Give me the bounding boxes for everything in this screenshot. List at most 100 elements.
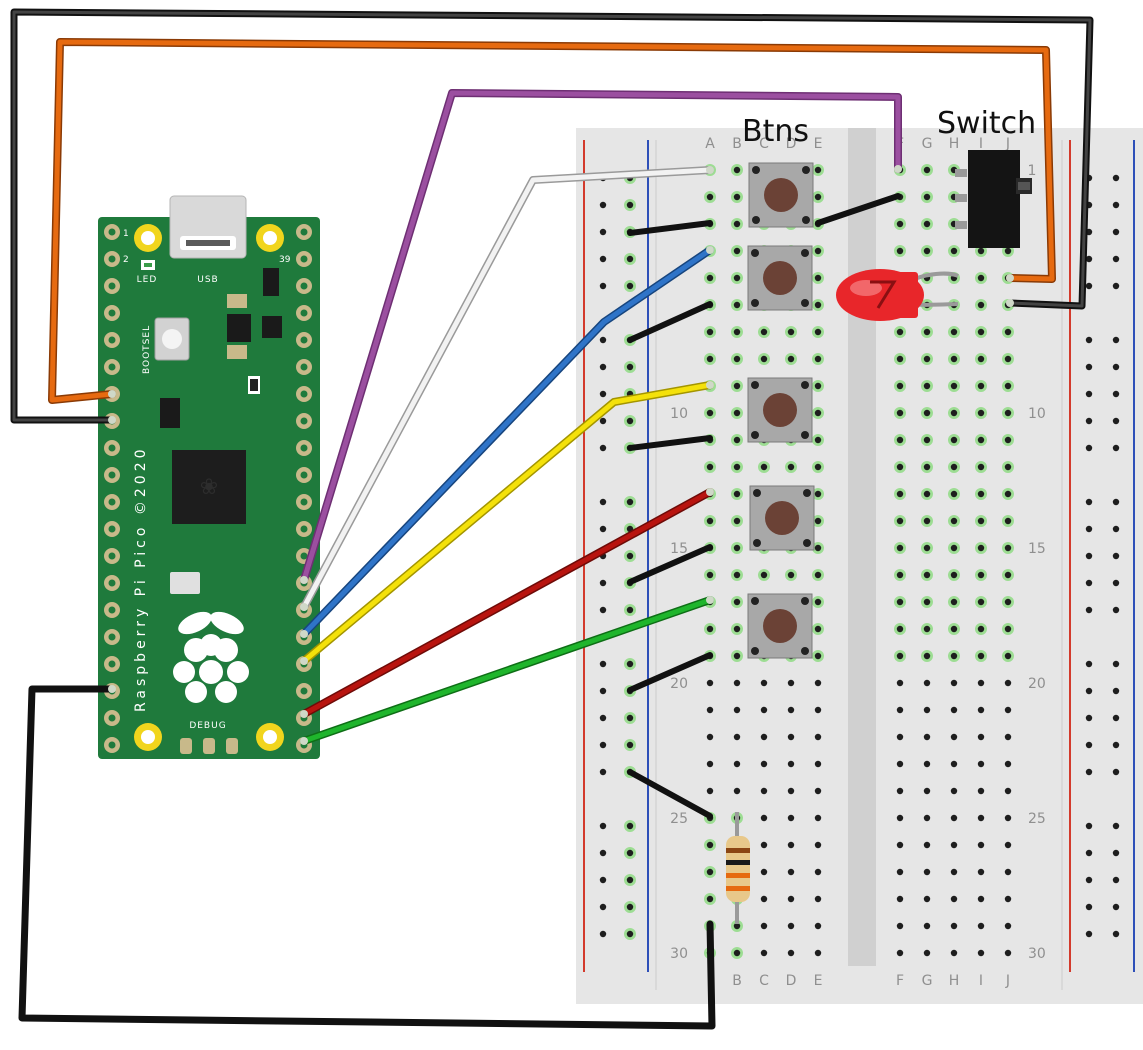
col-label-g: G: [922, 136, 933, 152]
hole: [706, 679, 714, 687]
hole: [975, 380, 987, 392]
hole: [950, 949, 958, 957]
row-label-1: 1: [1028, 163, 1037, 179]
red-led-icon: [836, 269, 959, 321]
hole: [950, 706, 958, 714]
hole: [921, 191, 933, 203]
pico-pin: [296, 332, 312, 348]
pin-label-39: 39: [279, 255, 291, 265]
pico-pin: [104, 251, 120, 267]
rail-hole: [1112, 228, 1120, 236]
rail-hole: [1085, 282, 1093, 290]
hole: [787, 787, 795, 795]
wire-end: [706, 166, 714, 174]
hole: [950, 733, 958, 741]
hole: [948, 326, 960, 338]
slide-switch-icon: [955, 150, 1032, 248]
hole: [733, 706, 741, 714]
rail-hole: [1085, 390, 1093, 398]
hole: [814, 841, 822, 849]
col-label-d: D: [786, 136, 797, 152]
pico-pin: [296, 359, 312, 375]
hole: [921, 245, 933, 257]
rail-hole: [624, 199, 636, 211]
rail-hole: [624, 361, 636, 373]
hole: [923, 679, 931, 687]
rail-hole: [599, 444, 607, 452]
row-num-30-right: 30: [1028, 946, 1046, 962]
hole: [812, 596, 824, 608]
hole: [1002, 596, 1014, 608]
bootsel-button: [154, 317, 190, 361]
jumper-2: [627, 301, 713, 343]
raspberry-pi-logo: [173, 611, 249, 703]
hole: [894, 461, 906, 473]
hole: [704, 866, 716, 878]
col-label-j: J: [1005, 136, 1010, 152]
hole: [923, 733, 931, 741]
wire-end: [300, 576, 308, 584]
rail-hole: [1112, 201, 1120, 209]
wire-end: [300, 710, 308, 718]
rail-hole: [599, 930, 607, 938]
rail-hole: [624, 739, 636, 751]
col-label-h: H: [949, 136, 960, 152]
hole: [760, 949, 768, 957]
hole: [704, 893, 716, 905]
hole: [948, 650, 960, 662]
hole: [706, 733, 714, 741]
rail-hole: [1112, 714, 1120, 722]
col-label-h-bottom: H: [949, 973, 960, 989]
wire-end: [706, 488, 714, 496]
hole: [814, 895, 822, 903]
pico-pin: [104, 467, 120, 483]
pico-pin: [104, 602, 120, 618]
rail-hole: [1085, 849, 1093, 857]
usb-connector: [169, 195, 247, 259]
rp2040-chip: ❀: [172, 450, 246, 524]
hole: [1002, 326, 1014, 338]
wire-end: [108, 416, 116, 424]
hole: [1004, 706, 1012, 714]
rail-hole: [1112, 903, 1120, 911]
svg-text:❀: ❀: [200, 475, 218, 500]
row-num-25-left: 25: [670, 811, 688, 827]
rail-hole: [599, 579, 607, 587]
hole: [896, 895, 904, 903]
hole: [948, 542, 960, 554]
hole: [760, 922, 768, 930]
resistor-icon: [726, 812, 750, 924]
hole: [812, 164, 824, 176]
hole: [785, 569, 797, 581]
usb-label: USB: [197, 275, 218, 285]
hole: [731, 947, 743, 959]
hole: [975, 650, 987, 662]
pico-pin: [104, 440, 120, 456]
hole: [923, 922, 931, 930]
hole: [731, 623, 743, 635]
hole: [975, 569, 987, 581]
hole: [1002, 623, 1014, 635]
hole: [787, 895, 795, 903]
breadboard-channel: [848, 128, 876, 966]
hole: [921, 434, 933, 446]
wire-end: [300, 603, 308, 611]
hole: [1004, 679, 1012, 687]
hole: [758, 461, 770, 473]
hole: [704, 326, 716, 338]
hole: [1004, 814, 1012, 822]
hole: [921, 353, 933, 365]
hole: [760, 787, 768, 795]
bootsel-label: BOOTSEL: [142, 325, 152, 374]
hole: [1002, 488, 1014, 500]
hole: [948, 488, 960, 500]
hole: [812, 515, 824, 527]
hole: [704, 272, 716, 284]
hole: [706, 706, 714, 714]
pico-components: [160, 268, 282, 594]
hole: [921, 650, 933, 662]
rail-hole: [1112, 822, 1120, 830]
wire-purple: [301, 90, 901, 583]
hole: [977, 868, 985, 876]
